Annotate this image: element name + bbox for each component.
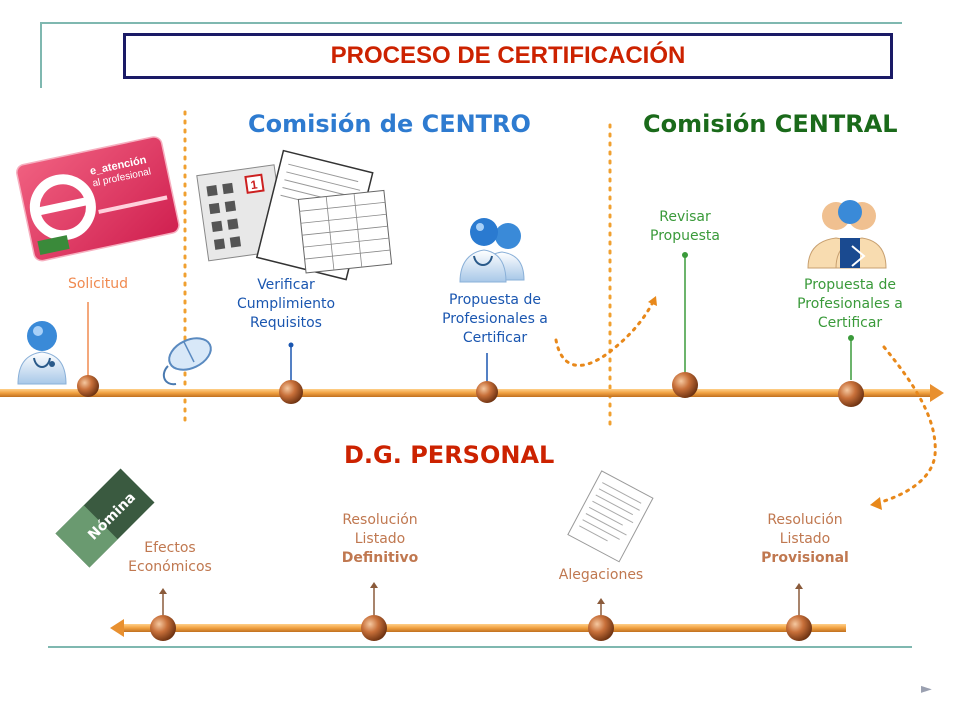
frame-line-left bbox=[40, 22, 42, 88]
flow-arrow-centro-to-central bbox=[554, 298, 656, 367]
node-solicitud bbox=[77, 375, 99, 397]
next-arrow-icon[interactable]: ► bbox=[921, 681, 932, 697]
bottom-timeline bbox=[110, 619, 846, 637]
heading-dg-personal: D.G. PERSONAL bbox=[344, 441, 555, 469]
node-definitivo bbox=[361, 615, 387, 641]
mouse-icon bbox=[162, 337, 212, 386]
node-provisional bbox=[786, 615, 812, 641]
node-efectos bbox=[150, 615, 176, 641]
heading-comision-centro: Comisión de CENTRO bbox=[248, 110, 531, 138]
doctor-group-icon bbox=[459, 218, 525, 283]
label-verificar: Verificar Cumplimiento Requisitos bbox=[236, 277, 336, 331]
frame-line-top bbox=[40, 22, 902, 24]
node-propuesta-centro bbox=[476, 381, 498, 403]
label-solicitud: Solicitud bbox=[67, 276, 129, 292]
top-timeline bbox=[0, 384, 944, 402]
node-revisar bbox=[672, 372, 698, 398]
label-definitivo: Resolución Listado Definitivo bbox=[341, 512, 419, 566]
documents-icon: 1 bbox=[196, 149, 393, 281]
paper-icon bbox=[567, 470, 654, 563]
label-efectos: Efectos Económicos bbox=[128, 540, 212, 575]
card-icon: e_atención al profesional bbox=[16, 136, 180, 262]
label-provisional: Resolución Listado Provisional bbox=[761, 512, 849, 566]
node-verificar bbox=[279, 380, 303, 404]
node-propuesta-central bbox=[838, 381, 864, 407]
nomina-icon: Nómina bbox=[55, 468, 155, 568]
doctor-group-icon-central bbox=[807, 200, 887, 269]
label-propuesta-centro: Propuesta de Profesionales a Certificar bbox=[442, 292, 548, 346]
node-alegaciones bbox=[588, 615, 614, 641]
label-revisar: Revisar Propuesta bbox=[650, 209, 720, 244]
page-title: PROCESO DE CERTIFICACIÓN bbox=[330, 42, 686, 69]
label-propuesta-central: Propuesta de Profesionales a Certificar bbox=[797, 277, 903, 331]
frame-line-bottom bbox=[48, 646, 912, 648]
svg-text:1: 1 bbox=[250, 177, 259, 192]
flow-arrow-central-to-dg bbox=[876, 345, 937, 505]
doctor-icon bbox=[17, 321, 67, 385]
label-alegaciones: Alegaciones bbox=[558, 567, 644, 583]
title-box: PROCESO DE CERTIFICACIÓN bbox=[123, 33, 893, 79]
heading-comision-central: Comisión CENTRAL bbox=[643, 110, 898, 138]
